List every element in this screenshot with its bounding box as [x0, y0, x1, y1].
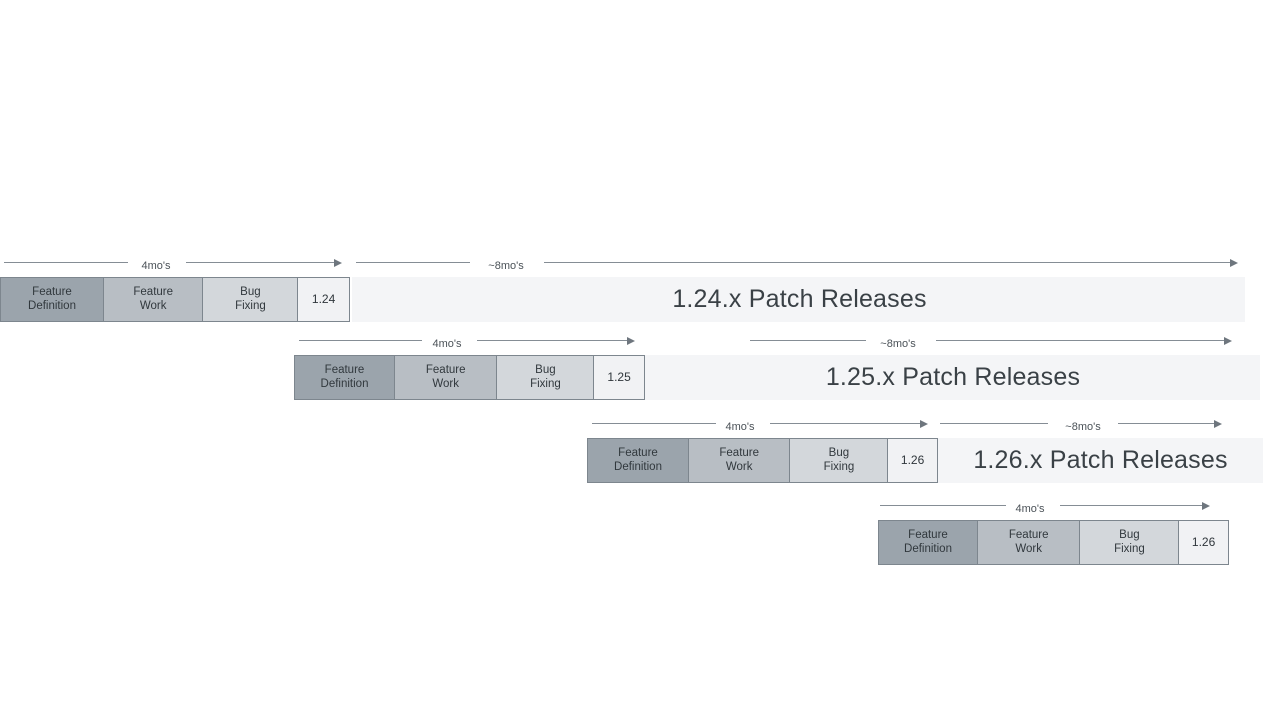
phase-box-bug-fixing[interactable]: Bug Fixing: [202, 277, 299, 322]
phase-box-version-marker[interactable]: 1.25: [593, 355, 646, 400]
arrow-line-right: [186, 262, 336, 264]
phase-track-1-25: Feature Definition Feature Work Bug Fixi…: [294, 355, 646, 400]
arrow-line-right: [544, 262, 1232, 264]
phase-box-feature-work[interactable]: Feature Work: [102, 277, 204, 322]
patch-release-label: 1.24.x Patch Releases: [672, 285, 927, 313]
arrow-line-right: [936, 340, 1226, 342]
phase-label-line1: Feature: [324, 364, 365, 376]
phase-track-1-24: Feature Definition Feature Work Bug Fixi…: [0, 277, 351, 322]
phase-label-line1: Feature: [425, 364, 466, 376]
phase-label-line2: Work: [139, 299, 167, 312]
release-row-1-26-next: Feature Definition Feature Work Bug Fixi…: [0, 491, 1280, 581]
duration-arrow-development: 4mo's: [4, 248, 344, 277]
duration-arrow-patch: ~8mo's: [940, 409, 1234, 438]
duration-arrow-patch: ~8mo's: [356, 248, 1240, 277]
duration-arrow-development: 4mo's: [880, 491, 1212, 520]
phase-box-bug-fixing[interactable]: Bug Fixing: [789, 438, 889, 483]
phase-box-bug-fixing[interactable]: Bug Fixing: [496, 355, 595, 400]
release-row-1-26: 1.26.x Patch Releases Feature Definition…: [0, 409, 1280, 499]
phase-label-line1: Bug: [240, 286, 261, 298]
patch-release-band-1-24: 1.24.x Patch Releases: [352, 277, 1245, 322]
phase-box-feature-definition[interactable]: Feature Definition: [0, 277, 104, 322]
phase-box-feature-definition[interactable]: Feature Definition: [587, 438, 689, 483]
duration-arrow-label: 4mo's: [141, 260, 171, 272]
phase-box-feature-work[interactable]: Feature Work: [687, 438, 791, 483]
arrow-line-right: [477, 340, 629, 342]
phase-track-1-26: Feature Definition Feature Work Bug Fixi…: [587, 438, 939, 483]
arrow-head-icon: [1202, 501, 1210, 510]
version-label: 1.26: [1191, 534, 1216, 549]
phase-box-feature-definition[interactable]: Feature Definition: [878, 520, 978, 565]
duration-arrow-patch: ~8mo's: [750, 326, 1234, 355]
phase-track-1-26-next: Feature Definition Feature Work Bug Fixi…: [878, 520, 1230, 565]
phase-label-line2: Fixing: [235, 299, 266, 312]
arrow-head-icon: [1224, 336, 1232, 345]
duration-arrow-development: 4mo's: [299, 326, 639, 355]
phase-label-line2: Fixing: [1114, 542, 1145, 555]
arrow-line-left: [880, 505, 1006, 507]
phase-label-line1: Bug: [535, 364, 556, 376]
phase-label-line1: Feature: [1008, 529, 1049, 541]
duration-arrow-label: 4mo's: [432, 338, 462, 350]
phase-label-line1: Feature: [32, 286, 72, 298]
version-label: 1.26: [900, 452, 925, 467]
arrow-line-left: [299, 340, 422, 342]
arrow-head-icon: [627, 336, 635, 345]
phase-label-line2: Work: [725, 460, 753, 473]
arrow-line-left: [940, 423, 1048, 425]
phase-box-version-marker[interactable]: 1.26: [887, 438, 939, 483]
arrow-line-right: [1118, 423, 1216, 425]
patch-release-band-1-26: 1.26.x Patch Releases: [936, 438, 1263, 483]
phase-label-line1: Feature: [133, 286, 174, 298]
version-label: 1.25: [607, 369, 631, 384]
release-row-1-25: 1.25.x Patch Releases Feature Definition…: [0, 326, 1280, 416]
phase-label-line1: Bug: [1119, 529, 1140, 541]
patch-release-label: 1.26.x Patch Releases: [973, 446, 1228, 474]
arrow-line-left: [750, 340, 866, 342]
phase-label-line2: Definition: [28, 299, 76, 312]
phase-label-line2: Fixing: [823, 460, 855, 473]
duration-arrow-label: ~8mo's: [880, 338, 916, 350]
duration-arrow-development: 4mo's: [592, 409, 932, 438]
phase-label-line1: Feature: [908, 529, 948, 541]
version-label: 1.24: [311, 291, 336, 306]
phase-label-line2: Definition: [904, 542, 952, 555]
phase-label-line1: Bug: [828, 447, 850, 459]
arrow-line-right: [770, 423, 922, 425]
duration-arrow-label: ~8mo's: [1065, 421, 1101, 433]
phase-label-line1: Feature: [719, 447, 760, 459]
duration-arrow-label: ~8mo's: [488, 260, 524, 272]
phase-box-feature-work[interactable]: Feature Work: [976, 520, 1081, 565]
phase-box-feature-definition[interactable]: Feature Definition: [294, 355, 395, 400]
release-row-1-24: 1.24.x Patch Releases Feature Definition…: [0, 248, 1280, 338]
phase-box-feature-work[interactable]: Feature Work: [393, 355, 498, 400]
arrow-line-right: [1060, 505, 1204, 507]
arrow-line-left: [356, 262, 470, 264]
arrow-head-icon: [334, 258, 342, 267]
phase-box-version-marker[interactable]: 1.26: [1178, 520, 1230, 565]
phase-label-line2: Work: [1015, 542, 1043, 555]
duration-arrow-label: 4mo's: [1015, 503, 1045, 515]
phase-label-line1: Feature: [618, 447, 658, 459]
arrow-head-icon: [1230, 258, 1238, 267]
patch-release-label: 1.25.x Patch Releases: [825, 363, 1081, 391]
phase-label-line2: Work: [432, 377, 460, 390]
phase-label-line2: Definition: [320, 377, 369, 390]
patch-release-band-1-25: 1.25.x Patch Releases: [644, 355, 1260, 400]
phase-box-bug-fixing[interactable]: Bug Fixing: [1079, 520, 1180, 565]
arrow-head-icon: [1214, 419, 1222, 428]
phase-label-line2: Definition: [614, 460, 662, 473]
phase-box-version-marker[interactable]: 1.24: [297, 277, 351, 322]
duration-arrow-label: 4mo's: [725, 421, 755, 433]
arrow-line-left: [592, 423, 716, 425]
arrow-head-icon: [920, 419, 928, 428]
phase-label-line2: Fixing: [530, 377, 561, 390]
arrow-line-left: [4, 262, 128, 264]
